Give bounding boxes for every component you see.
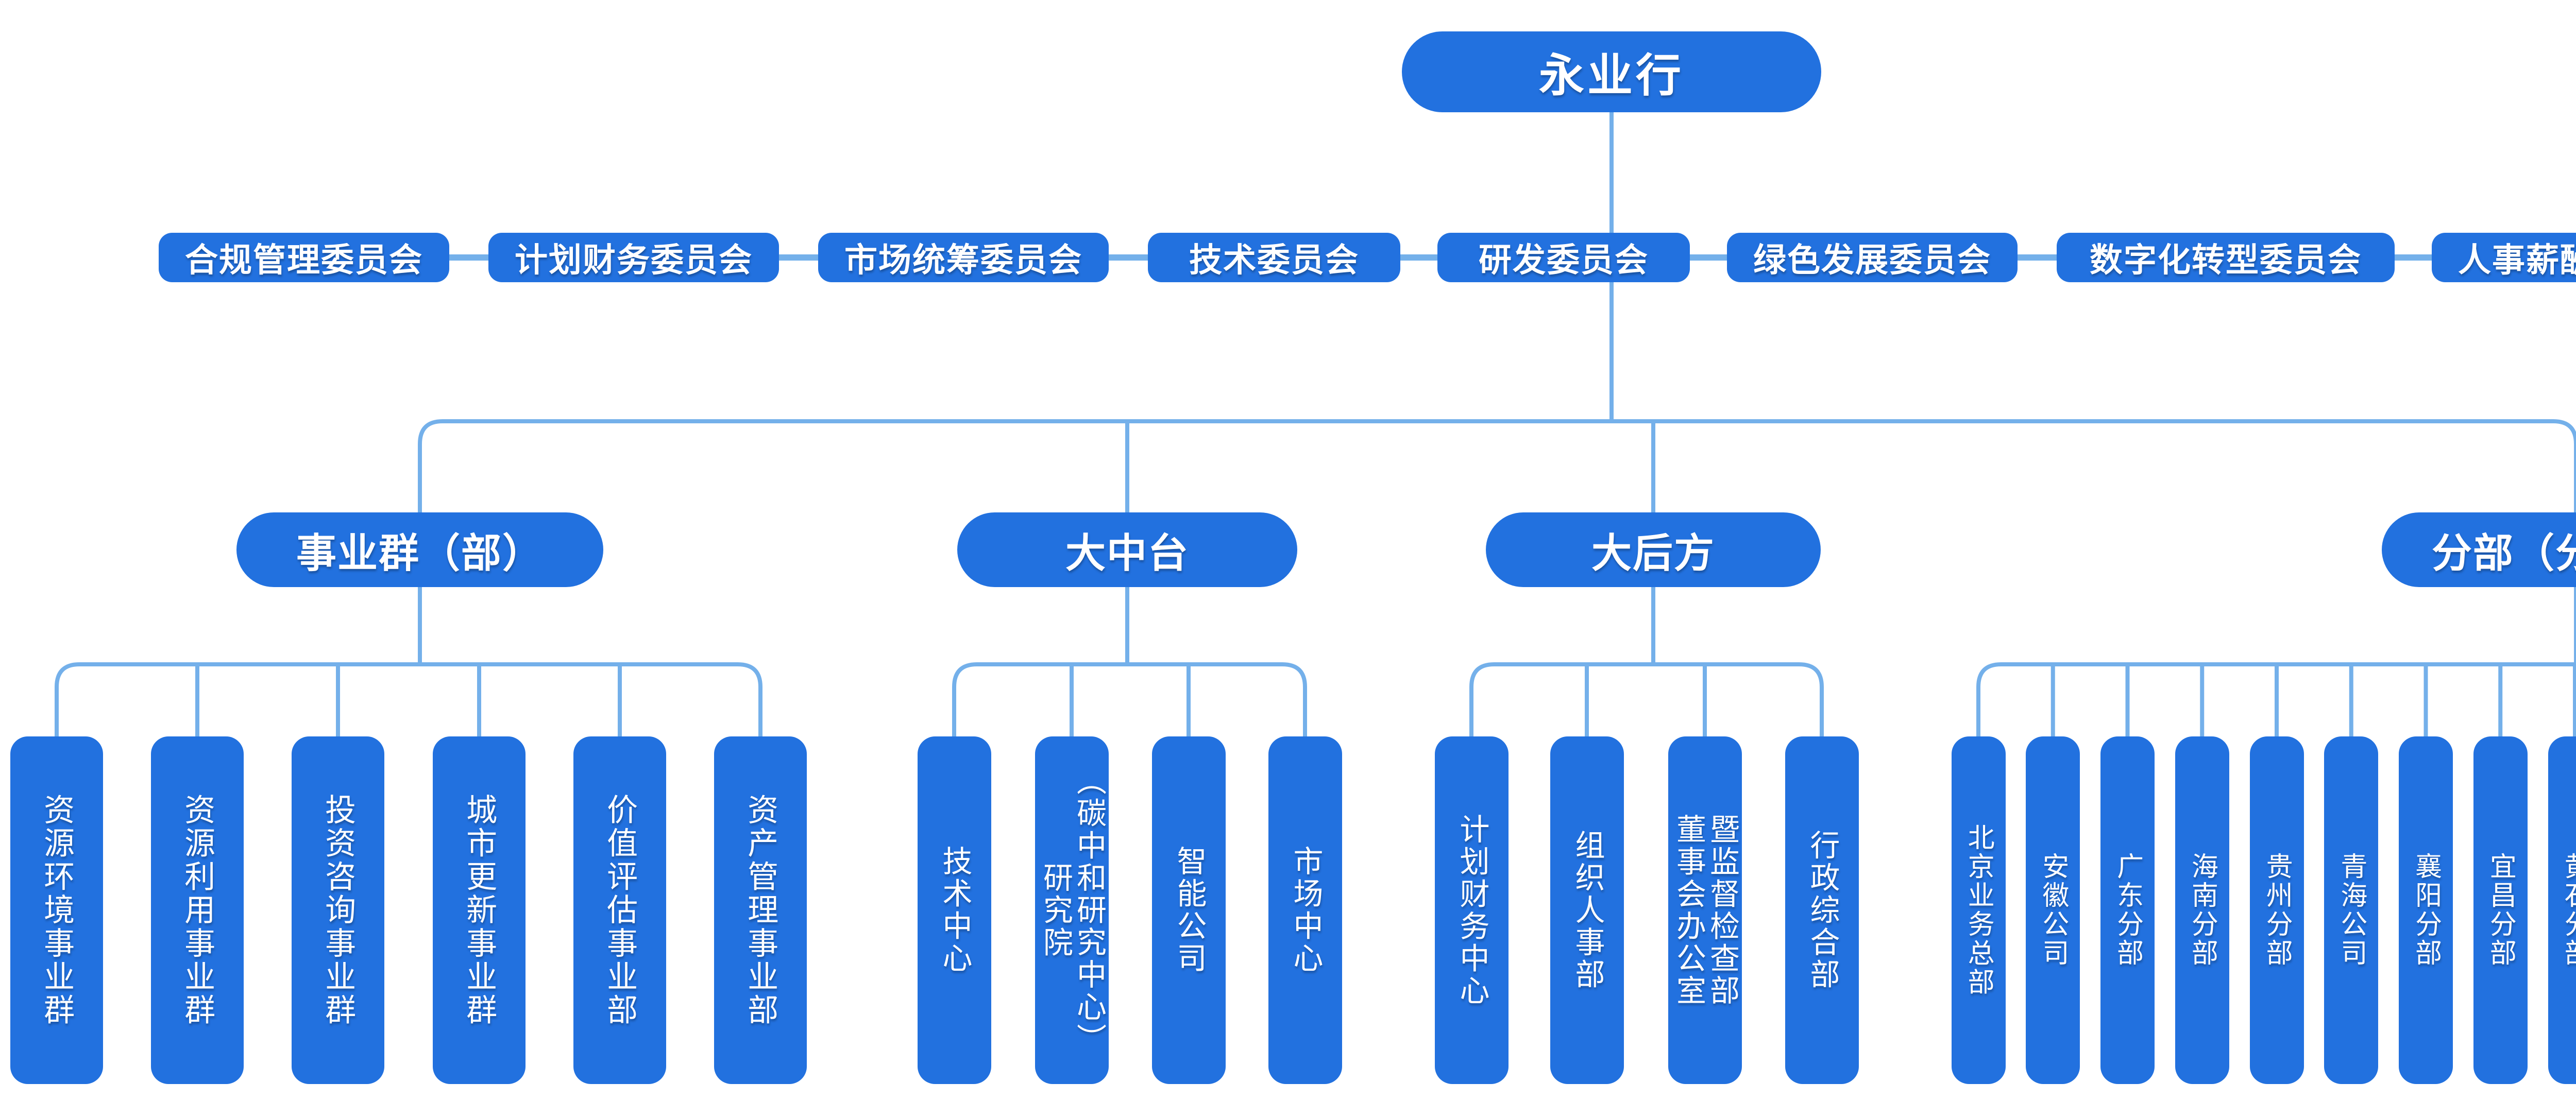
committee-node[interactable]: 合规管理委员会: [159, 233, 449, 282]
group-header-label: 事业群（部）: [296, 530, 544, 576]
department-node[interactable]: 资源环境事业群: [10, 736, 103, 1084]
department-node[interactable]: 资源利用事业群: [151, 736, 244, 1084]
department-node[interactable]: 投资咨询事业群: [292, 736, 384, 1084]
department-node[interactable]: 城市更新事业群: [433, 736, 526, 1084]
committee-node[interactable]: 绿色发展委员会: [1727, 233, 2018, 282]
department-node[interactable]: 北京业务总部: [1951, 736, 2006, 1084]
department-label: 资源环境事业群: [39, 793, 74, 1027]
department-label: 襄阳分部: [2411, 852, 2441, 968]
department-node[interactable]: 宜昌分部: [2473, 736, 2528, 1084]
department-label: 宜昌分部: [2485, 852, 2516, 968]
committee-node[interactable]: 市场统筹委员会: [818, 233, 1109, 282]
committee-node[interactable]: 技术委员会: [1148, 233, 1400, 282]
group-header-label: 大中台: [1065, 530, 1189, 576]
department-label: 北京业务总部: [1963, 823, 1994, 997]
root-node-label: 永业行: [1538, 50, 1684, 101]
department-label: 智能公司: [1172, 846, 1206, 975]
connector-line: [418, 419, 2576, 512]
department-label: 海南分部: [2187, 852, 2217, 968]
department-node[interactable]: 组织人事部: [1550, 736, 1624, 1084]
department-node[interactable]: 海南分部: [2175, 736, 2229, 1084]
department-label: 研究院 （碳中和研究中心）: [1039, 765, 1106, 1056]
department-node[interactable]: 市场中心: [1268, 736, 1342, 1084]
department-label: 市场中心: [1289, 846, 1323, 975]
department-node[interactable]: 贵州分部: [2249, 736, 2304, 1084]
committee-node[interactable]: 人事薪酬委员会: [2432, 233, 2576, 282]
group-header-label: 分部（分公司）: [2431, 530, 2576, 576]
committee-label: 数字化转型委员会: [2090, 242, 2362, 279]
committee-label: 人事薪酬委员会: [2458, 242, 2576, 279]
department-node[interactable]: 计划财务中心: [1434, 736, 1509, 1084]
department-label: 贵州分部: [2262, 852, 2292, 968]
department-node[interactable]: 董事会办公室 暨监督检查部: [1668, 736, 1742, 1084]
department-label: 计划财务中心: [1455, 813, 1489, 1007]
department-node[interactable]: 广东分部: [2100, 736, 2155, 1084]
department-label: 广东分部: [2112, 852, 2143, 968]
department-label: 青海公司: [2336, 852, 2366, 968]
department-label: 董事会办公室 暨监督检查部: [1672, 813, 1739, 1007]
root-node-company[interactable]: 永业行: [1402, 31, 1821, 112]
committee-node[interactable]: 计划财务委员会: [488, 233, 779, 282]
group-header-node[interactable]: 大后方: [1486, 512, 1821, 587]
department-label: 组织人事部: [1570, 829, 1604, 991]
department-label: 技术中心: [938, 846, 972, 975]
connector-line: [55, 662, 762, 736]
department-label: 城市更新事业群: [462, 793, 497, 1027]
department-node[interactable]: 价值评估事业部: [573, 736, 666, 1084]
department-node[interactable]: 技术中心: [917, 736, 991, 1084]
department-label: 投资咨询事业群: [320, 793, 355, 1027]
group-header-node[interactable]: 大中台: [957, 512, 1297, 587]
committee-label: 技术委员会: [1189, 242, 1359, 279]
connector-line: [1469, 662, 1824, 736]
department-label: 资源利用事业群: [180, 793, 215, 1027]
department-node[interactable]: 黄石分部: [2548, 736, 2576, 1084]
department-label: 行政综合部: [1805, 829, 1839, 991]
department-node[interactable]: 研究院 （碳中和研究中心）: [1035, 736, 1109, 1084]
department-node[interactable]: 青海公司: [2324, 736, 2379, 1084]
department-label: 价值评估事业部: [602, 793, 637, 1027]
department-label: 资产管理事业部: [743, 793, 778, 1027]
committee-label: 绿色发展委员会: [1753, 242, 1991, 279]
group-header-node[interactable]: 事业群（部）: [236, 512, 603, 587]
department-node[interactable]: 行政综合部: [1785, 736, 1859, 1084]
committee-label: 合规管理委员会: [185, 242, 423, 279]
group-header-label: 大后方: [1591, 530, 1715, 576]
department-node[interactable]: 襄阳分部: [2399, 736, 2453, 1084]
committee-label: 研发委员会: [1479, 242, 1649, 279]
group-header-node[interactable]: 分部（分公司）: [2382, 512, 2576, 587]
connector-line: [952, 662, 1307, 736]
committee-node[interactable]: 数字化转型委员会: [2057, 233, 2395, 282]
department-node[interactable]: 安徽公司: [2026, 736, 2080, 1084]
department-node[interactable]: 智能公司: [1151, 736, 1226, 1084]
committee-label: 市场统筹委员会: [844, 242, 1082, 279]
committee-label: 计划财务委员会: [515, 242, 753, 279]
department-label: 黄石分部: [2560, 852, 2576, 968]
department-node[interactable]: 资产管理事业部: [714, 736, 807, 1084]
department-label: 安徽公司: [2038, 852, 2068, 968]
committee-node[interactable]: 研发委员会: [1437, 233, 1690, 282]
